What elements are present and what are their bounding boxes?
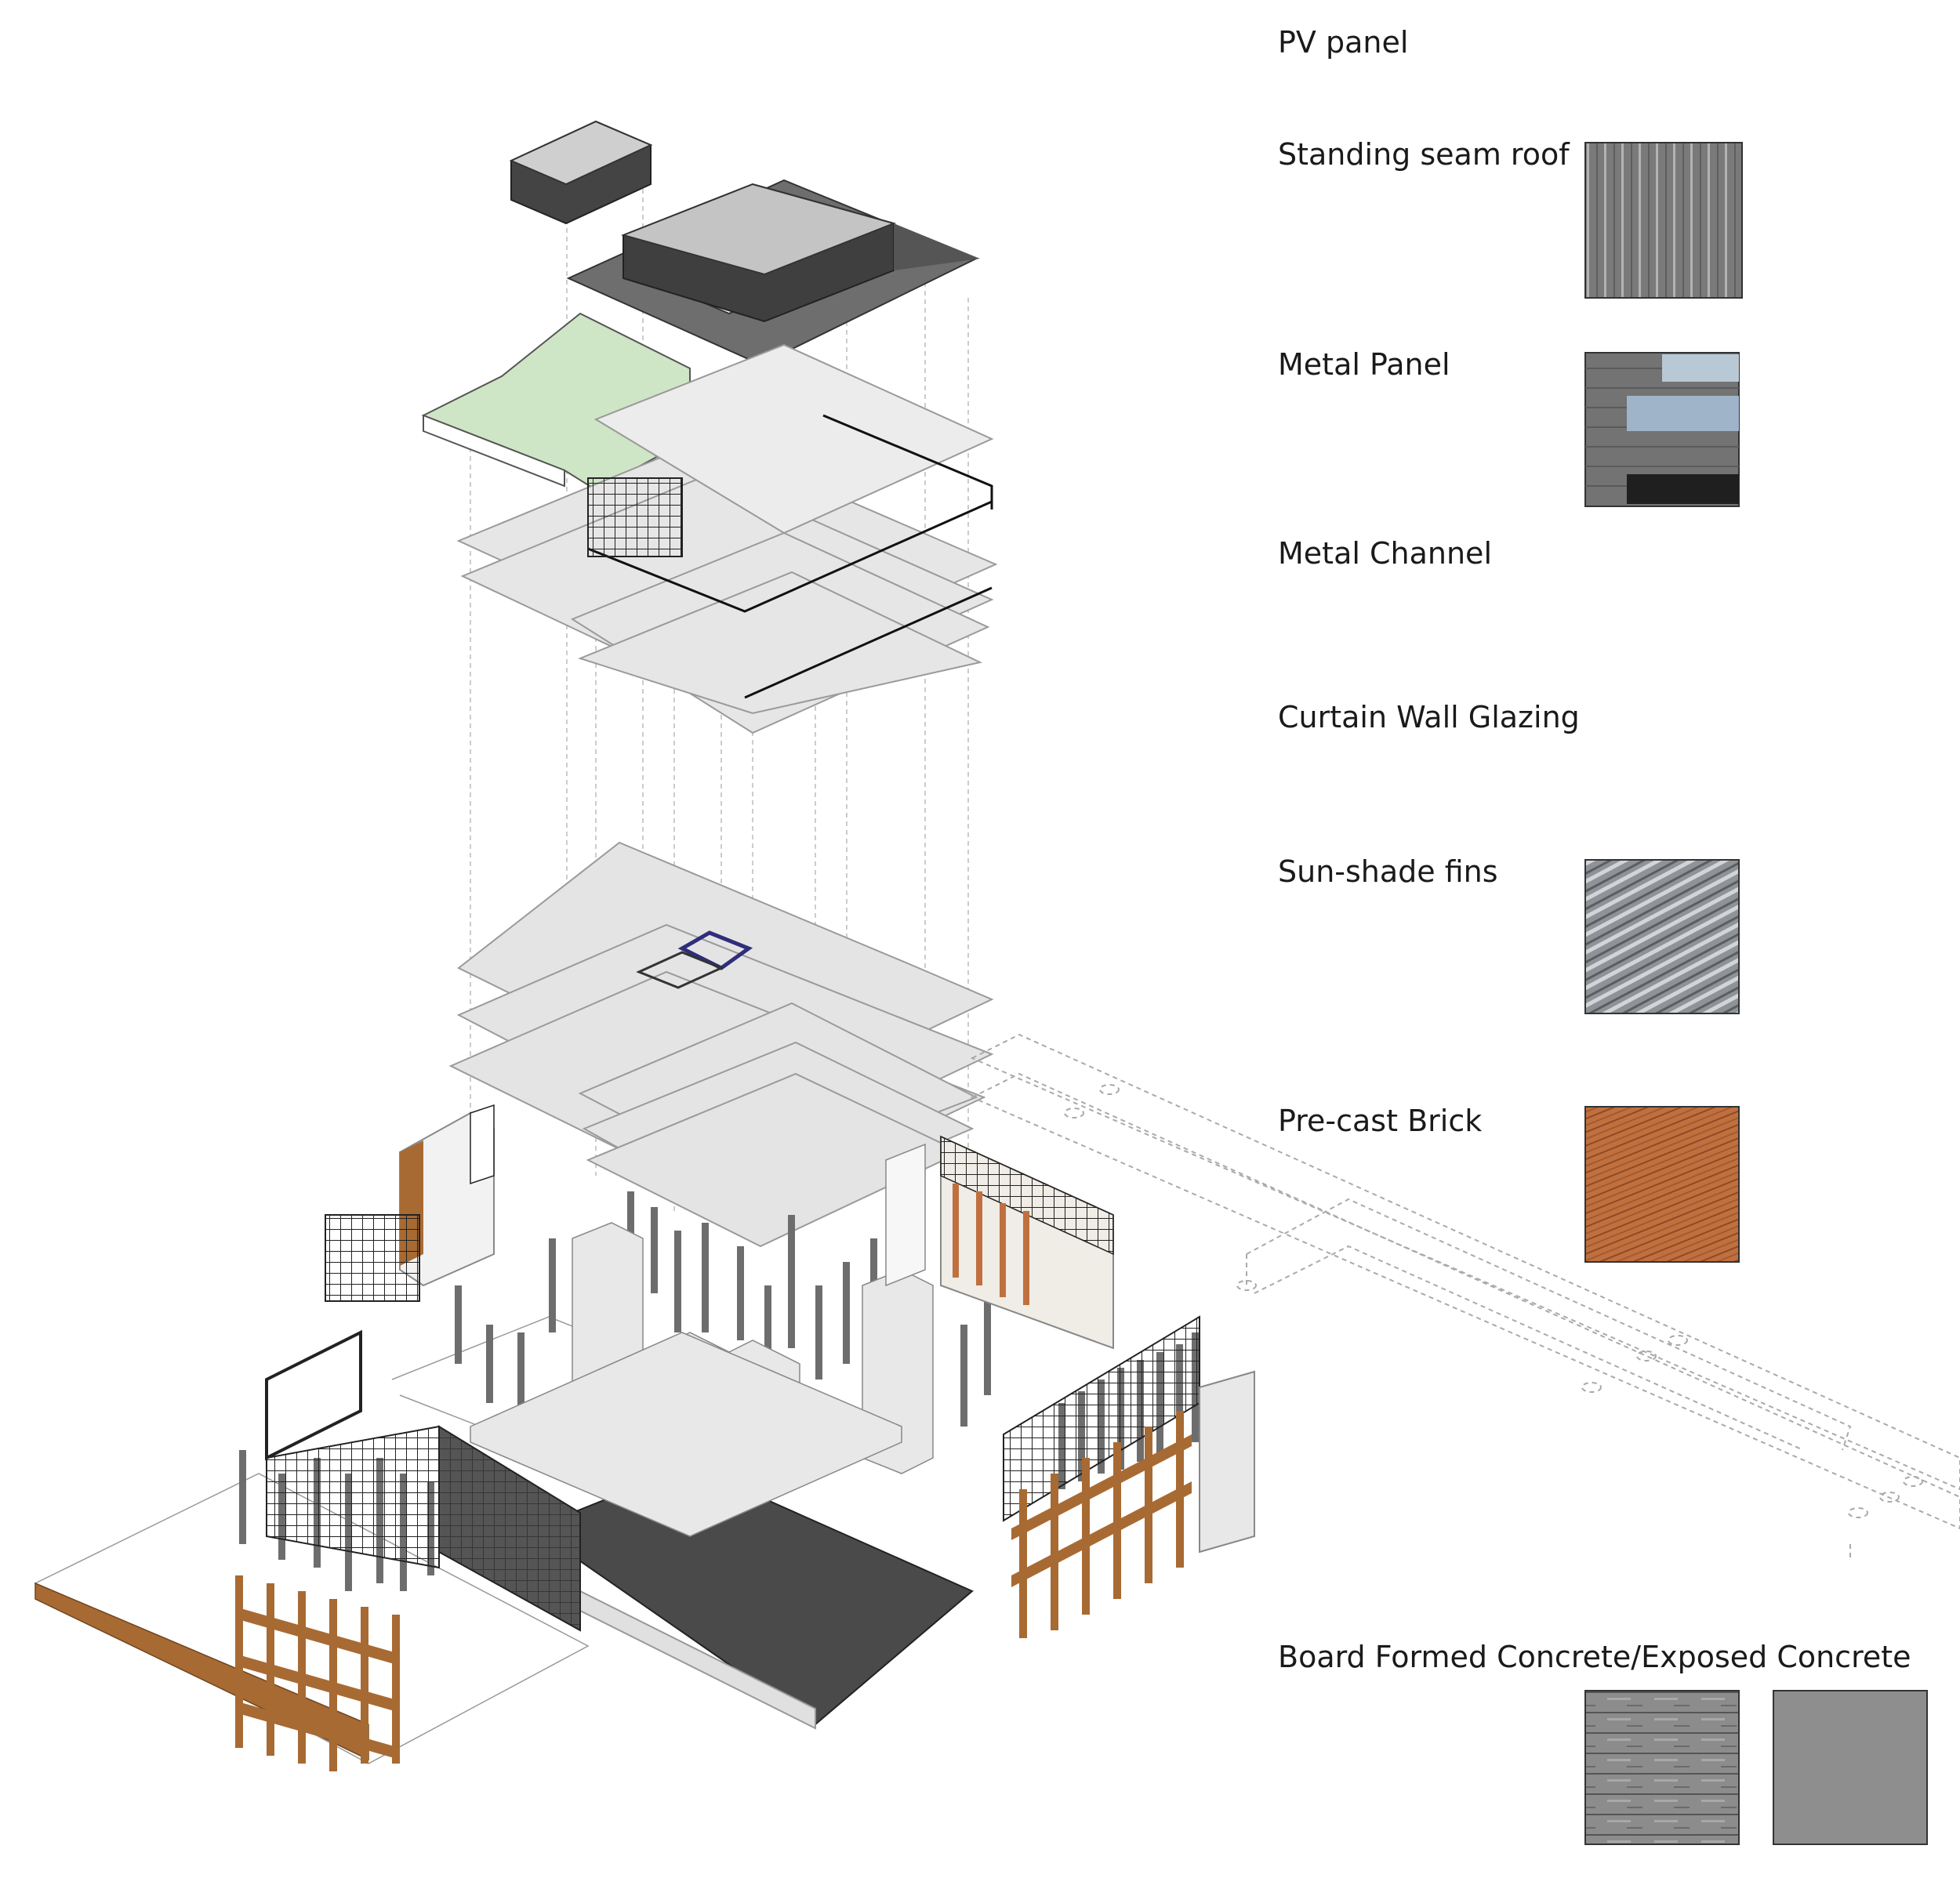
legend-label-board-formed-concrete: Board Formed Concrete/Exposed Concrete	[1278, 1640, 1911, 1674]
legend-label-pv-panel: PV panel	[1278, 25, 1409, 60]
right-lower-facade	[1003, 1315, 1255, 1638]
stair-core-outline	[677, 930, 753, 970]
pv-panel-box	[509, 120, 653, 225]
exposed-concrete-swatch	[1773, 1690, 1928, 1845]
right-brick-facade	[885, 1135, 1114, 1350]
pre-cast-brick-swatch	[1584, 1106, 1740, 1263]
stair-opening	[636, 951, 724, 989]
legend-label-curtain-wall-glazing: Curtain Wall Glazing	[1278, 700, 1580, 734]
upper-curtain-wall	[587, 477, 683, 557]
legend-label-sun-shade-fins: Sun-shade fins	[1278, 854, 1498, 889]
board-formed-concrete-swatch	[1584, 1690, 1740, 1845]
upper-roof-assembly	[566, 179, 980, 366]
upper-roof-slab	[587, 343, 994, 699]
left-lower-facade	[235, 1329, 581, 1771]
dashed-bridge-structure	[970, 1033, 1960, 1560]
interior-core-blocks	[470, 1222, 934, 1537]
legend-label-standing-seam-roof: Standing seam roof	[1278, 137, 1570, 172]
left-facade-fragment	[325, 1104, 495, 1302]
legend-label-pre-cast-brick: Pre-cast Brick	[1278, 1104, 1483, 1138]
middle-floor-slabs	[448, 841, 994, 1248]
sun-shade-fins-swatch	[1584, 859, 1740, 1014]
legend-label-metal-channel: Metal Channel	[1278, 536, 1492, 571]
standing-seam-roof-swatch	[1584, 142, 1743, 299]
legend-label-metal-panel: Metal Panel	[1278, 347, 1450, 382]
metal-panel-swatch	[1584, 352, 1740, 507]
